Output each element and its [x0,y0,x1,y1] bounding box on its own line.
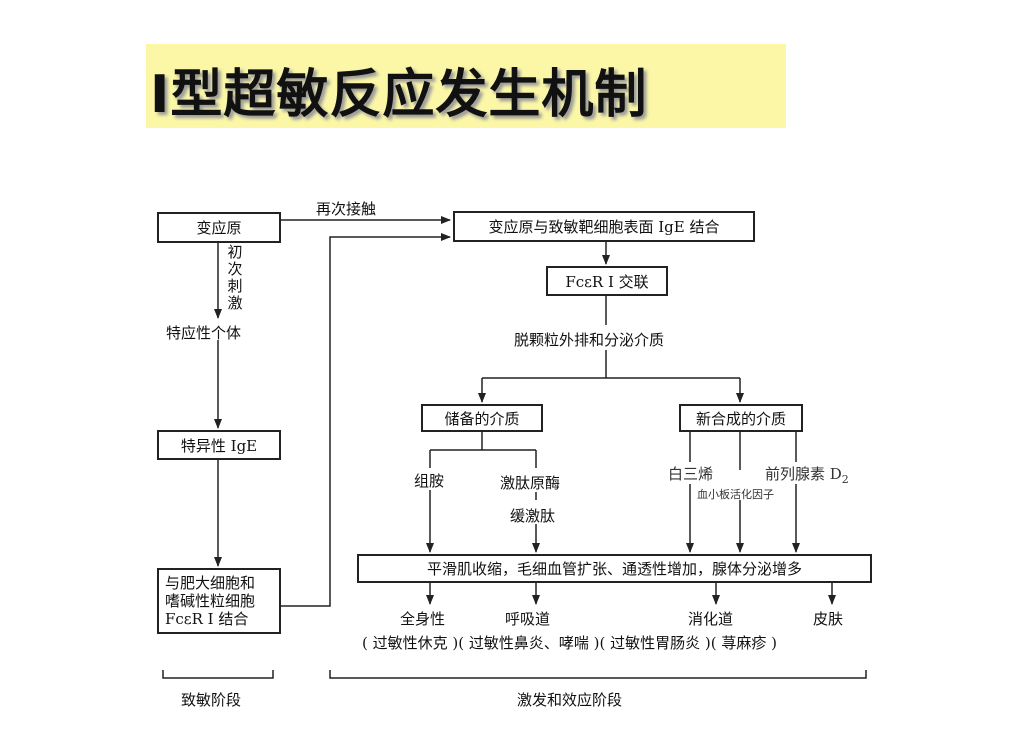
prostaglandin-text: 前列腺素 D [765,465,842,483]
bracket-sensitization [162,670,274,679]
node-allergen: 变应原 [157,212,281,243]
label-first-contact: 初次刺激 [227,243,243,312]
node-atopic-individual: 特应性个体 [166,324,242,342]
organ-respiratory: 呼吸道 [505,610,551,628]
organ-skin: 皮肤 [813,610,844,628]
phase-sensitization: 致敏阶段 [181,691,242,709]
node-crosslink: FcεR Ⅰ 交联 [546,266,668,296]
node-stored-mediators: 储备的介质 [421,404,543,432]
organ-systemic: 全身性 [400,610,446,628]
node-degranulation: 脱颗粒外排和分泌介质 [514,331,665,349]
node-prostaglandin: 前列腺素 D2 [765,463,849,486]
bind-cells-line1: 与肥大细胞和 [165,574,256,592]
disease-list: ( 过敏性休克 )( 过敏性鼻炎、哮喘 )( 过敏性胃肠炎 )( 荨麻疹 ) [362,634,777,652]
page-title: I型超敏反应发生机制 [150,65,648,125]
node-bradykinin: 缓激肽 [510,507,556,525]
node-paf: 血小板活化因子 [697,488,774,501]
bracket-effector [329,670,867,679]
node-bind-cells: 与肥大细胞和 嗜碱性粒细胞 FcεR Ⅰ 结合 [157,568,281,634]
node-specific-ige: 特异性 IgE [157,430,281,460]
prostaglandin-subscript: 2 [841,473,849,486]
arrow-bind-to-target [281,233,451,607]
node-new-mediators: 新合成的介质 [679,404,803,432]
bind-cells-line2: 嗜碱性粒细胞 [165,592,256,610]
node-leukotriene: 白三烯 [668,465,714,483]
bind-cells-line3: FcεR Ⅰ 结合 [165,610,249,628]
phase-effector: 激发和效应阶段 [517,691,623,709]
node-histamine: 组胺 [414,472,445,490]
node-allergen-bind: 变应原与致敏靶细胞表面 IgE 结合 [453,211,755,242]
node-kininogenase: 激肽原酶 [500,474,561,492]
organ-digestive: 消化道 [688,610,734,628]
title-background [146,44,786,128]
node-effects: 平滑肌收缩，毛细血管扩张、通透性增加，腺体分泌增多 [357,554,872,583]
label-re-contact: 再次接触 [316,200,377,218]
